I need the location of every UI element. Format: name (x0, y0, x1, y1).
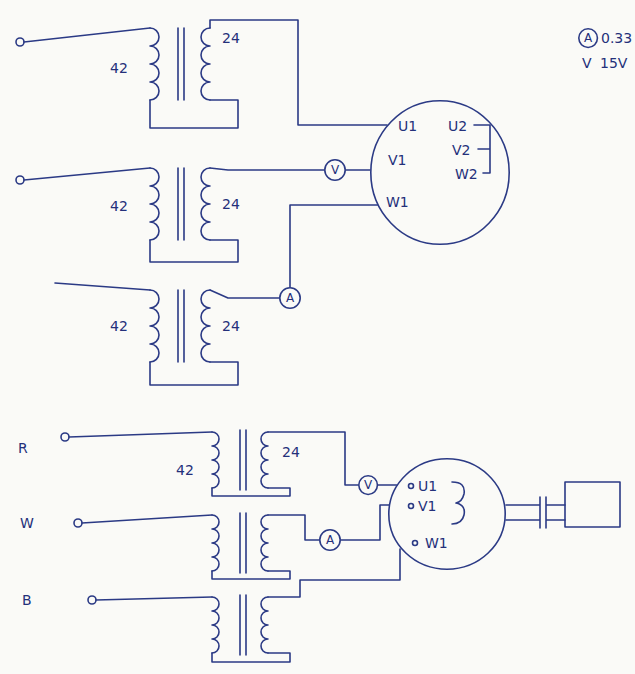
meter-symbol: A (279, 287, 301, 309)
transformer-core (240, 595, 246, 655)
secondary-coil (201, 168, 210, 240)
motor-circle (371, 101, 509, 244)
transformer-core (240, 430, 246, 490)
meter-circle (359, 476, 378, 495)
meter-letter: A (326, 533, 334, 547)
primary-coil (212, 597, 219, 653)
primary-coil (150, 290, 159, 362)
wire (150, 362, 238, 385)
transformer-core (240, 513, 246, 573)
meter-symbol: V (358, 475, 378, 495)
meter-circle (280, 288, 300, 308)
terminal-label: W2 (455, 166, 478, 182)
terminal-label: V1 (388, 152, 406, 168)
meter-symbol: A (319, 529, 341, 551)
value-label: V (582, 55, 592, 71)
value-label: R (18, 440, 28, 456)
meter-lead (346, 169, 370, 171)
wire (96, 597, 212, 600)
motor-outline (370, 100, 510, 245)
meter-circle (320, 530, 340, 550)
terminal-label: U1 (398, 118, 417, 134)
value-label: 42 (110, 198, 128, 214)
wire (55, 283, 150, 290)
terminal-dot (409, 484, 414, 489)
meter-letter: A (286, 291, 294, 305)
wire (210, 290, 279, 298)
value-label: 42 (110, 60, 128, 76)
value-label: 24 (282, 444, 300, 460)
meter-circle (325, 160, 345, 180)
primary-coil (150, 28, 159, 100)
secondary-coil (201, 290, 210, 362)
wire (212, 571, 290, 579)
wire (268, 432, 358, 485)
wire (150, 100, 238, 128)
primary-coil (212, 432, 219, 488)
motor-outline (388, 458, 506, 570)
wire (212, 653, 290, 662)
wire (210, 20, 387, 125)
value-label: B (22, 592, 32, 608)
secondary-coil (261, 597, 268, 653)
terminal-label: U1 (418, 478, 437, 494)
transformer-core (178, 168, 184, 240)
secondary-coil (201, 28, 210, 100)
primary-coil (212, 515, 219, 571)
load (565, 482, 620, 527)
meter-circle (579, 29, 598, 48)
wire (212, 488, 290, 496)
terminal-label: V2 (452, 142, 470, 158)
meter-symbol: V (324, 159, 346, 181)
value-label: 42 (110, 318, 128, 334)
wire (268, 515, 319, 540)
terminal-dot (413, 541, 418, 546)
terminal (16, 176, 24, 184)
value-label: 15V (600, 55, 627, 71)
meter-letter: V (364, 478, 372, 492)
terminal-label: W1 (386, 194, 409, 210)
wire (69, 432, 212, 437)
terminal-label: V1 (418, 498, 436, 514)
motor-symbol: U1V1W1 U2V2W2 (370, 100, 510, 245)
terminal (88, 596, 96, 604)
secondary-coil (261, 515, 268, 571)
meter-lead (378, 484, 396, 486)
value-label: 24 (222, 196, 240, 212)
wire (210, 168, 324, 170)
motor-symbol: U1V1W1 (388, 458, 506, 570)
terminal (74, 519, 82, 527)
motor-circle (389, 459, 505, 569)
transformer-core (178, 290, 184, 362)
transformer-core (178, 28, 184, 100)
wire (24, 168, 150, 180)
meter-lead (290, 205, 377, 287)
star-bridge (474, 125, 490, 173)
primary-coil (150, 168, 159, 240)
value-label: 42 (176, 462, 194, 478)
terminal-dot (409, 504, 414, 509)
wire (268, 549, 400, 597)
meter-letter: A (584, 31, 592, 45)
terminal (16, 38, 24, 46)
value-label: 24 (222, 30, 240, 46)
value-label: 0.33 (601, 30, 632, 46)
meter-symbol: A (578, 28, 598, 48)
wire (82, 515, 212, 523)
secondary-coil (261, 432, 268, 488)
wire (24, 28, 150, 42)
meter-letter: V (331, 163, 339, 177)
shaft-coupling (506, 497, 565, 528)
wire (150, 240, 238, 262)
value-label: W (20, 515, 34, 531)
terminal-label: W1 (425, 535, 448, 551)
terminal-bridge (452, 482, 464, 524)
meter-lead (341, 505, 389, 540)
terminal (61, 433, 69, 441)
value-label: 24 (222, 318, 240, 334)
terminal-label: U2 (448, 118, 467, 134)
